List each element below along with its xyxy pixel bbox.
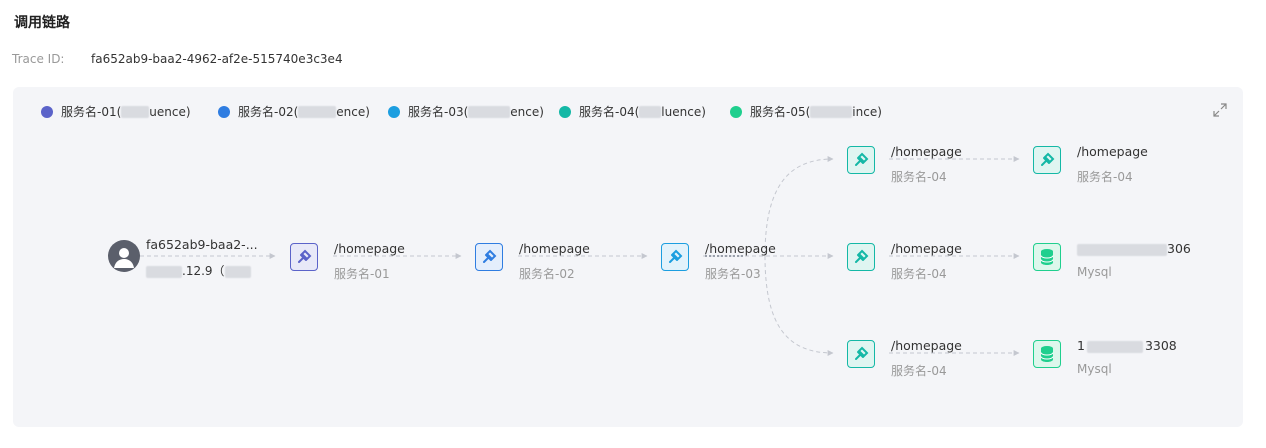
legend-item-service-04[interactable]: 服务名-04(luence)	[559, 103, 706, 120]
plug-icon	[847, 146, 875, 174]
legend-dot	[388, 105, 400, 118]
page-title: 调用链路	[14, 15, 70, 31]
node-service-03-name: /homepage	[705, 241, 776, 256]
legend-dot	[41, 105, 53, 118]
node-endpoint-top-name: /homepage	[1077, 144, 1148, 159]
node-service-02-service: 服务名-02	[519, 267, 575, 281]
node-service-04-top-service: 服务名-04	[891, 170, 947, 184]
trace-id-label: Trace ID:	[12, 52, 65, 66]
root-node-address: .12.9（	[146, 262, 251, 279]
plug-icon	[1033, 146, 1061, 174]
plug-icon	[847, 243, 875, 271]
plug-icon	[475, 243, 503, 271]
node-database-middle-name: 306	[1077, 241, 1191, 256]
node-service-02-name: /homepage	[519, 241, 590, 256]
legend-dot	[218, 105, 230, 118]
plug-icon	[290, 243, 318, 271]
node-endpoint-top-service: 服务名-04	[1077, 170, 1133, 184]
plug-icon	[847, 340, 875, 368]
legend-dot	[730, 105, 742, 118]
node-service-04-bottom-service: 服务名-04	[891, 364, 947, 378]
node-service-01-name: /homepage	[334, 241, 405, 256]
node-service-04-top-name: /homepage	[891, 144, 962, 159]
legend-dot	[559, 105, 571, 118]
service-legend: 服务名-01(uence) 服务名-02(ence) 服务名-03(ence) …	[13, 87, 1243, 127]
legend-item-service-01[interactable]: 服务名-01(uence)	[41, 103, 191, 120]
node-service-03-service: 服务名-03	[705, 267, 761, 281]
database-icon	[1033, 243, 1061, 271]
call-links	[133, 156, 1020, 356]
node-database-bottom-service: Mysql	[1077, 362, 1112, 376]
expand-icon[interactable]	[1213, 103, 1227, 117]
trace-id-row: Trace ID: fa652ab9-baa2-4962-af2e-515740…	[12, 52, 343, 66]
node-service-04-middle-service: 服务名-04	[891, 267, 947, 281]
legend-item-service-05[interactable]: 服务名-05(ince)	[730, 103, 882, 120]
legend-item-service-02[interactable]: 服务名-02(ence)	[218, 103, 370, 120]
node-service-01-service: 服务名-01	[334, 267, 390, 281]
node-database-middle-service: Mysql	[1077, 265, 1112, 279]
node-service-04-bottom-name: /homepage	[891, 338, 962, 353]
trace-id-value[interactable]: fa652ab9-baa2-4962-af2e-515740e3c3e4	[91, 52, 343, 66]
link-s03-s04a	[764, 156, 834, 257]
link-s03-s04c	[764, 255, 834, 356]
database-icon	[1033, 340, 1061, 368]
root-node-name: fa652ab9-baa2-...	[146, 237, 258, 252]
trace-graph-panel: 服务名-01(uence) 服务名-02(ence) 服务名-03(ence) …	[13, 87, 1243, 427]
legend-item-service-03[interactable]: 服务名-03(ence)	[388, 103, 544, 120]
user-icon	[108, 240, 140, 272]
plug-icon	[661, 243, 689, 271]
node-service-04-middle-name: /homepage	[891, 241, 962, 256]
